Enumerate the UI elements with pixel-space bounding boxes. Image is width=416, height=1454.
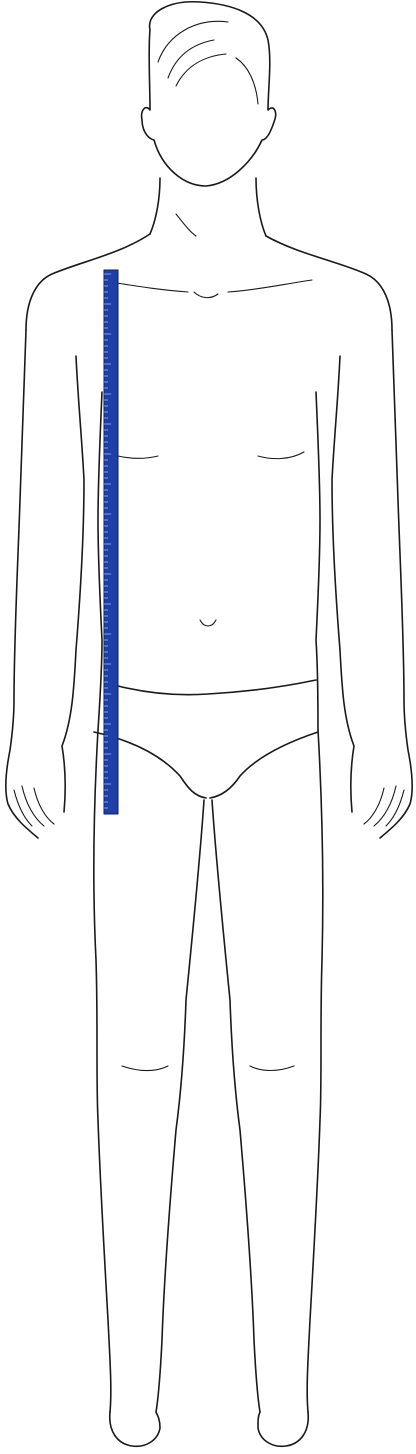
- underwear: [94, 680, 318, 798]
- torso-left-side: [98, 392, 102, 730]
- neck: [150, 178, 266, 298]
- left-arm-inner: [62, 356, 84, 812]
- right-hand-fingers: [364, 786, 404, 826]
- navel: [200, 620, 216, 626]
- neck-left: [150, 178, 160, 234]
- torso: [26, 234, 392, 730]
- hair-fringe: [158, 21, 228, 62]
- neck-fold: [176, 214, 196, 236]
- pectoral-right: [258, 452, 304, 459]
- neck-right: [256, 178, 266, 236]
- right-leg-inner: [212, 800, 260, 1412]
- left-leg-outer: [94, 730, 111, 1412]
- legs: [94, 730, 323, 1446]
- measuring-tape: [104, 270, 118, 814]
- hair-strand-1: [168, 40, 214, 78]
- right-knee: [250, 1066, 294, 1071]
- hair-strand-2: [176, 54, 226, 86]
- left-shoulder: [26, 234, 150, 330]
- collarbone-left: [110, 282, 188, 292]
- collarbone-right: [228, 280, 312, 292]
- left-hand-fingers: [14, 786, 54, 826]
- throat-notch: [194, 292, 218, 298]
- right-shoulder: [266, 236, 392, 330]
- torso-right-side: [316, 392, 320, 730]
- right-arm-inner: [332, 356, 354, 812]
- arms: [6, 330, 412, 838]
- right-foot: [258, 1412, 308, 1446]
- left-foot: [110, 1412, 160, 1446]
- brief-right-leg-opening: [210, 732, 318, 798]
- head: [142, 2, 276, 186]
- hair-strand-3: [236, 58, 258, 104]
- left-arm-outer: [6, 330, 38, 838]
- right-arm-outer: [380, 330, 412, 838]
- head-outline: [142, 2, 276, 186]
- right-leg-outer: [307, 730, 323, 1412]
- pectoral-left: [118, 456, 158, 458]
- left-leg-inner: [156, 800, 204, 1412]
- left-knee: [122, 1066, 168, 1071]
- waistband: [118, 680, 316, 695]
